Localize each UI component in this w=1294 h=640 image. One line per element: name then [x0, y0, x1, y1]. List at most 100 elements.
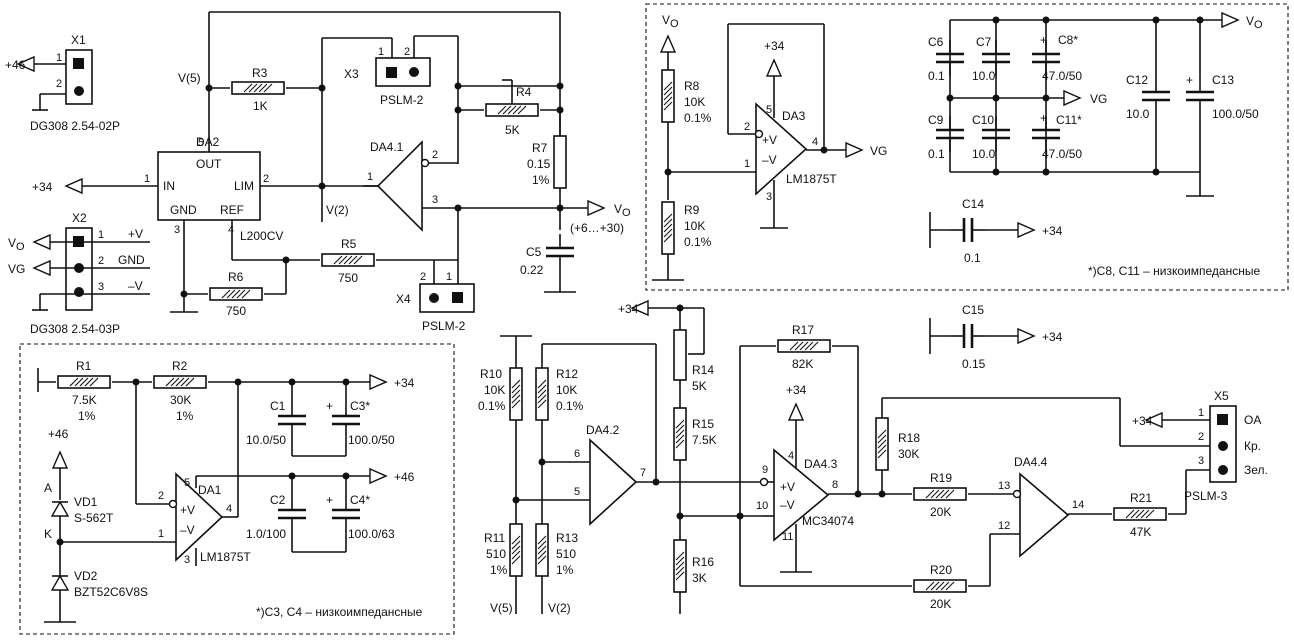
da42-p6: 6: [574, 448, 580, 460]
da2-gnd: GND: [170, 203, 197, 217]
c15-ref: C15: [962, 303, 984, 317]
da2-pin1: 1: [144, 173, 150, 185]
vg-block-vo: VO: [662, 13, 679, 30]
ind-v5: V(5): [490, 601, 513, 615]
c5-ref: C5: [526, 245, 542, 259]
da43-p11: 11: [782, 531, 793, 543]
r9-tol: 0.1%: [684, 235, 712, 249]
c9-val: 0.1: [928, 147, 945, 161]
ind-v2: V(2): [548, 601, 571, 615]
da2-pin2: 2: [263, 173, 269, 185]
da1-p3: 3: [184, 554, 190, 566]
da3-p2: 2: [744, 121, 750, 133]
c8-val: 47.0/50: [1042, 69, 1082, 83]
da43-ref: DA4.3: [804, 457, 838, 471]
x1-supply: +46: [5, 58, 26, 72]
r18-ref: R18: [898, 431, 920, 445]
supply-block-frame: [19, 343, 455, 635]
out46: +46: [394, 470, 415, 484]
connector-x5: X5 1 2 3 OA Кр. Зел. PSLM-3: [1184, 389, 1268, 503]
r1-ref: R1: [76, 359, 92, 373]
r2-tol: 1%: [176, 409, 194, 423]
x1-ref: X1: [71, 33, 86, 47]
x2-ref: X2: [72, 211, 87, 225]
da2-pin4: 4: [228, 224, 234, 236]
c3-ref: C3*: [350, 399, 370, 413]
out34: +34: [394, 376, 415, 390]
da41-ref: DA4.1: [370, 140, 404, 154]
c11-plus: +: [1040, 111, 1047, 125]
r20-ref: R20: [930, 563, 952, 577]
da1-p1: 1: [158, 528, 164, 540]
c13-plus: +: [1186, 73, 1193, 87]
c5-val: 0.22: [520, 263, 544, 277]
r4-ref: R4: [516, 85, 532, 99]
x2-sig3: –V: [128, 279, 143, 293]
da1-opamp: [175, 472, 224, 562]
da3-p5: 5: [766, 104, 772, 116]
r6-ref: R6: [228, 270, 244, 284]
x4-pin1: 1: [446, 271, 452, 283]
c6-val: 0.1: [928, 69, 945, 83]
x1-part: DG308 2.54-02P: [30, 119, 120, 133]
r3-ref: R3: [252, 66, 268, 80]
r8-tol: 0.1%: [684, 111, 712, 125]
da3-out: VG: [870, 144, 887, 158]
r15-val: 7.5K: [692, 433, 717, 447]
c14-supply: +34: [1042, 224, 1063, 238]
r12-tol: 0.1%: [556, 399, 584, 413]
c6-ref: C6: [928, 35, 944, 49]
r1-tol: 1%: [78, 409, 96, 423]
r8-val: 10K: [684, 95, 705, 109]
r8-ref: R8: [684, 79, 700, 93]
da3-supply: +34: [764, 39, 785, 53]
da43-part: MC34074: [802, 514, 854, 528]
da2-out: OUT: [196, 157, 222, 171]
x2-sig1: +V: [128, 227, 143, 241]
connector-x3: X3 PSLM-2 1 2: [344, 46, 431, 107]
da2-v5: V(5): [178, 71, 201, 85]
c13-val: 100.0/50: [1212, 107, 1259, 121]
r11-tol: 1%: [490, 563, 508, 577]
r2-ref: R2: [172, 359, 188, 373]
vd1-a: A: [44, 481, 52, 495]
r9-ref: R9: [684, 203, 700, 217]
da2-in: IN: [163, 179, 175, 193]
c12-ref: C12: [1126, 73, 1148, 87]
r11-ref: R11: [484, 531, 505, 545]
x2-pin2: 2: [98, 255, 104, 267]
r18-val: 30K: [898, 447, 919, 461]
da42-p5: 5: [574, 486, 580, 498]
x3-pin2: 2: [404, 46, 410, 58]
caps-note: *)C8, C11 – низкоимпедансные: [1088, 264, 1260, 278]
da2-refl: REF: [220, 203, 244, 217]
c11-val: 47.0/50: [1042, 147, 1082, 161]
r7-ref: R7: [532, 141, 548, 155]
r10-val: 10K: [484, 383, 505, 397]
r13-tol: 1%: [556, 563, 574, 577]
c10-ref: C10: [972, 113, 994, 127]
x2-vg: VG: [8, 262, 25, 276]
r3-val: 1K: [253, 99, 268, 113]
r11-val: 510: [486, 547, 506, 561]
da1-vm: –V: [180, 523, 195, 537]
connector-x4: X4 PSLM-2 2 1: [396, 271, 475, 333]
da2-lim: LIM: [234, 179, 254, 193]
r16-val: 3K: [692, 571, 707, 585]
da4-3-opamp: [773, 448, 830, 542]
x4-pin2: 2: [420, 271, 426, 283]
ind-supply: +34: [618, 302, 639, 316]
vg-block-frame: [645, 3, 1289, 291]
da41-p1: 1: [367, 171, 373, 183]
c2-ref: C2: [270, 493, 286, 507]
da1-part: LM1875T: [200, 550, 251, 564]
da2-ref: DA2: [196, 135, 220, 149]
da43-p4: 4: [788, 450, 794, 462]
r10-ref: R10: [480, 367, 502, 381]
da3-vm: –V: [762, 153, 777, 167]
r12-val: 10K: [556, 383, 577, 397]
r16-ref: R16: [692, 555, 714, 569]
vd2-ref: VD2: [74, 569, 98, 583]
da2-in-supply: +34: [32, 180, 53, 194]
da44-p12: 12: [998, 520, 1010, 532]
